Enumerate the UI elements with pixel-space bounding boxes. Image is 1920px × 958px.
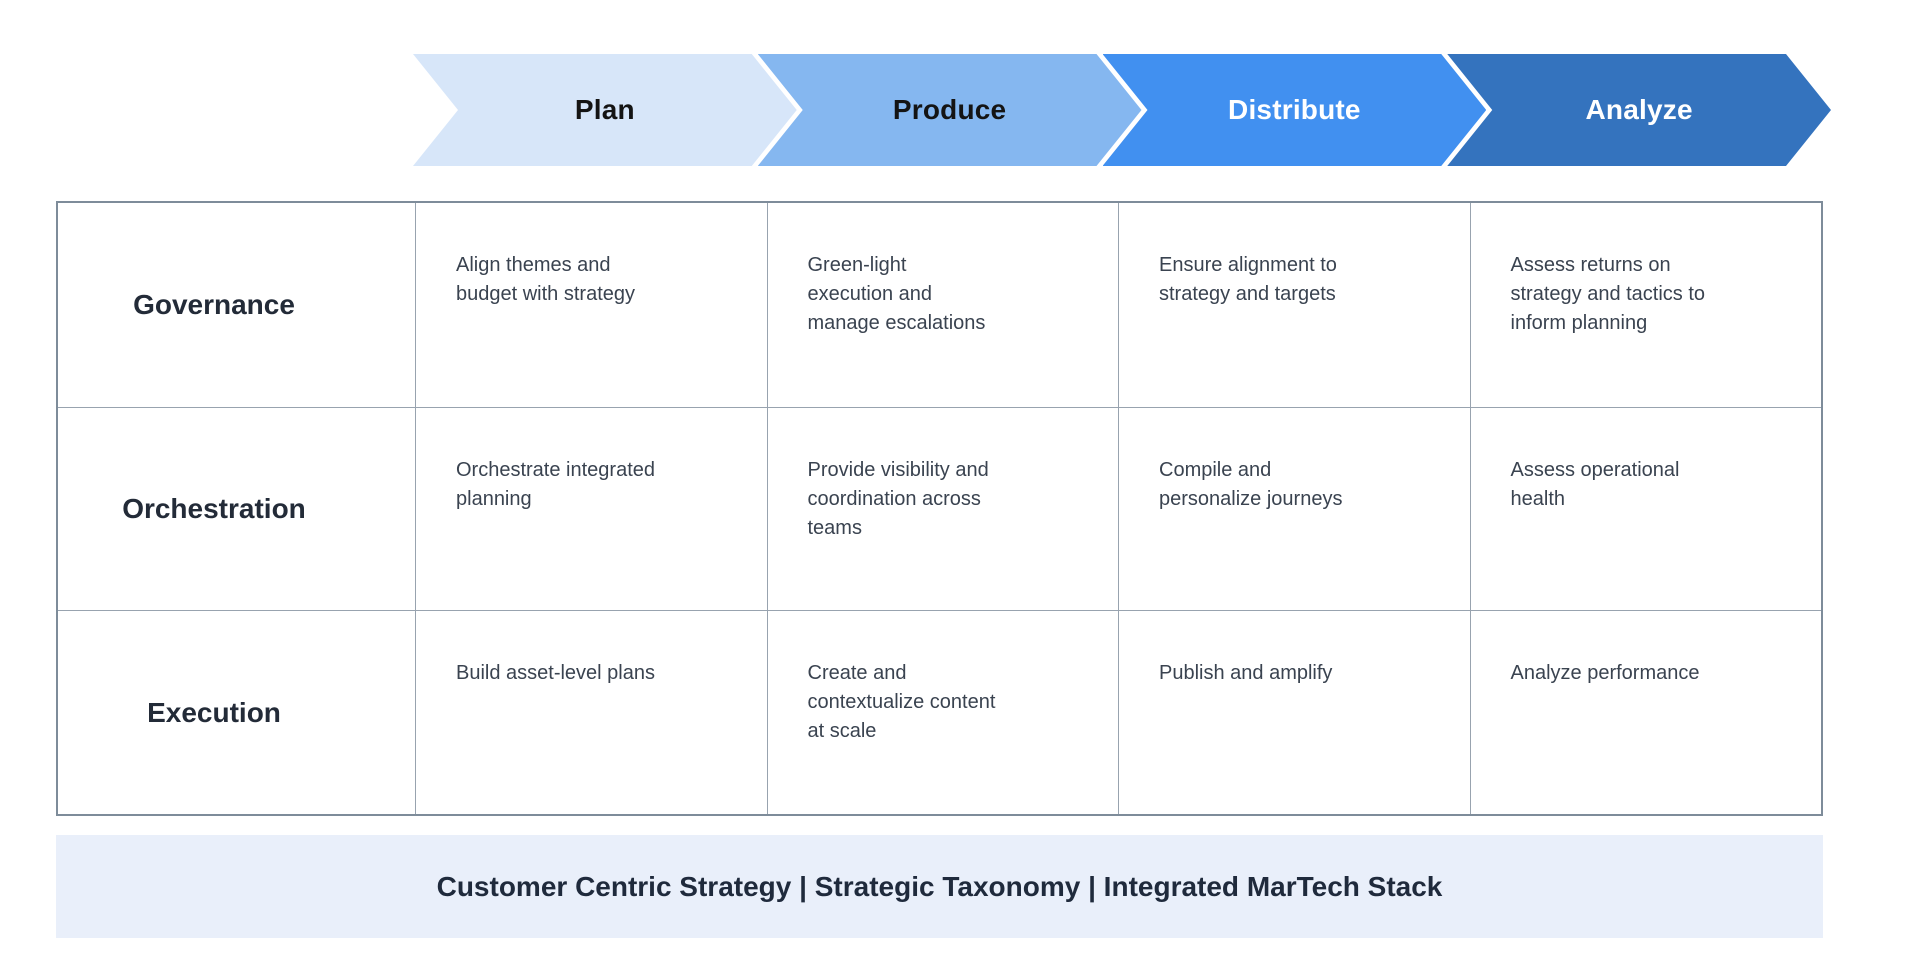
- phase-label-produce: Produce: [892, 94, 1007, 125]
- matrix-cell-orchestration-distribute: Compile and personalize journeys: [1118, 406, 1470, 611]
- matrix-cell-governance-produce: Green-light execution and manage escalat…: [766, 203, 1119, 407]
- phase-chevron-produce: Produce: [758, 54, 1142, 166]
- matrix-cell-governance-distribute: Ensure alignment to strategy and targets: [1118, 203, 1470, 407]
- matrix-cell-governance-analyze: Assess returns on strategy and tactics t…: [1469, 203, 1822, 407]
- matrix-cell-orchestration-analyze: Assess operational health: [1469, 406, 1821, 611]
- row-header-governance: Governance: [133, 288, 295, 320]
- phase-label-plan: Plan: [574, 94, 635, 125]
- phase-chevron-analyze: Analyze: [1447, 54, 1831, 166]
- phase-chevron-distribute: Distribute: [1103, 54, 1487, 166]
- foundation-footer-bar: Customer Centric Strategy | Strategic Ta…: [56, 835, 1823, 938]
- phase-label-distribute: Distribute: [1228, 94, 1361, 125]
- matrix-cell-execution-plan: Build asset-level plans: [415, 610, 767, 814]
- capability-matrix-table: Governance Align themes and budget with …: [56, 201, 1823, 816]
- phase-chevron-plan: Plan: [413, 54, 797, 166]
- matrix-cell-execution-analyze: Analyze performance: [1469, 610, 1821, 814]
- matrix-cell-execution-produce: Create and contextualize content at scal…: [766, 610, 1118, 814]
- matrix-cell-execution-distribute: Publish and amplify: [1118, 610, 1470, 814]
- process-phase-band: Plan Produce Distribute Analyze: [413, 54, 1831, 166]
- phase-label-analyze: Analyze: [1585, 94, 1693, 125]
- matrix-cell-orchestration-produce: Provide visibility and coordination acro…: [766, 406, 1118, 611]
- row-header-execution: Execution: [58, 610, 415, 814]
- matrix-cell-orchestration-plan: Orchestrate integrated planning: [415, 406, 767, 611]
- foundation-footer-text: Customer Centric Strategy | Strategic Ta…: [436, 870, 1443, 902]
- matrix-cell-governance-plan: Align themes and budget with strategy: [415, 203, 767, 407]
- row-header-orchestration: Orchestration: [58, 406, 415, 611]
